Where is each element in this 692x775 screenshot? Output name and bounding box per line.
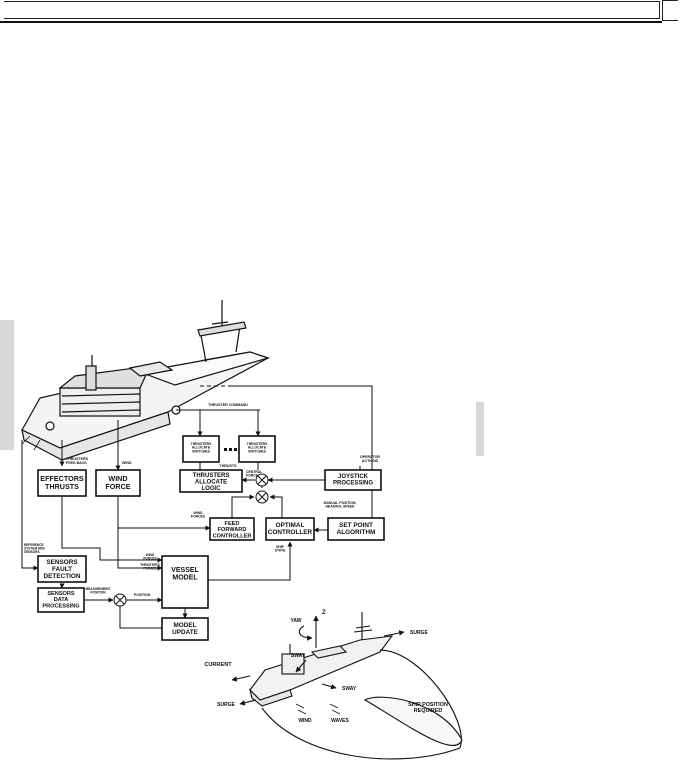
scan-shadow-right bbox=[476, 402, 484, 456]
thrusters-allocate-logic-box bbox=[179, 469, 243, 493]
set-point-algorithm-box bbox=[327, 517, 385, 541]
label-z: Z bbox=[322, 610, 326, 616]
label-yaw: YAW bbox=[291, 618, 302, 624]
sensors-fault-detection-box bbox=[37, 555, 87, 583]
label-wind-bottom: WIND bbox=[298, 718, 312, 724]
sensors-data-processing-box bbox=[37, 587, 85, 613]
page-number-box bbox=[662, 0, 678, 21]
ellipsis-dots bbox=[224, 448, 237, 451]
feed-forward-controller-box bbox=[209, 517, 255, 541]
optimal-controller-box bbox=[265, 517, 315, 541]
blocks bbox=[37, 435, 385, 641]
label-thruster-command: THRUSTER COMMAND bbox=[208, 403, 248, 407]
wind-force-box bbox=[95, 469, 141, 497]
thruster-switch-box-b bbox=[238, 435, 276, 463]
scan-shadow-left bbox=[0, 320, 14, 450]
vessel-model-box bbox=[161, 555, 209, 609]
positioning-illustration bbox=[231, 612, 463, 760]
signal-lines bbox=[21, 385, 373, 629]
model-update-box bbox=[161, 617, 209, 641]
label-waves: WAVES bbox=[331, 718, 349, 724]
label-surge-bottom: SURGE bbox=[217, 702, 235, 708]
page-header-frame bbox=[4, 1, 660, 19]
label-sway-bottom: SWAY bbox=[342, 686, 357, 692]
label-surge-top: SURGE bbox=[410, 630, 428, 636]
label-wind-top: WIND bbox=[122, 461, 132, 465]
label-sway-top: SWAY bbox=[291, 653, 306, 659]
effectors-thrusts-box bbox=[37, 469, 87, 497]
label-position: POSITION bbox=[134, 593, 151, 597]
thruster-switch-box-a bbox=[182, 435, 220, 463]
summing-junctions bbox=[113, 473, 269, 607]
label-current: CURRENT bbox=[204, 662, 232, 668]
label-manual-position: MANUAL POSITION,HEADING, SPEED bbox=[324, 501, 357, 509]
header-rule bbox=[0, 21, 662, 23]
vessel-illustration bbox=[21, 300, 271, 461]
joystick-processing-box bbox=[324, 469, 382, 491]
label-thrusts: THRUSTS bbox=[220, 464, 238, 468]
